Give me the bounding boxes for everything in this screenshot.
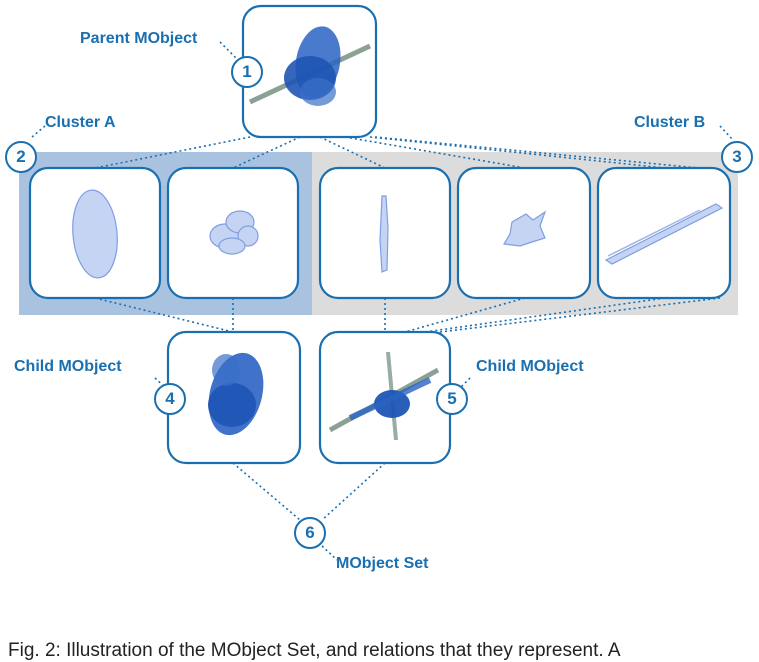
child-right-volume-shape — [328, 351, 440, 441]
connector-lines — [31, 41, 734, 561]
child-mobject-left-label: Child MObject — [14, 358, 122, 375]
cluster-child-box-1 — [28, 166, 162, 300]
child-mobject-box-left — [166, 330, 302, 465]
cluster-b-label: Cluster B — [634, 114, 706, 131]
mobject-set-label: MObject Set — [336, 555, 429, 572]
number-badge-6: 6 — [294, 517, 326, 549]
number-badge-4: 4 — [154, 383, 186, 415]
cluster-a-label: Cluster A — [45, 114, 116, 131]
parent-mobject-label: Parent MObject — [80, 30, 198, 47]
parent-volume-shape — [248, 26, 372, 106]
figure-caption: Fig. 2: Illustration of the MObject Set,… — [8, 640, 621, 661]
number-badge-1: 1 — [231, 56, 263, 88]
cluster-child-box-2 — [166, 166, 300, 300]
child-mobject-right-label: Child MObject — [476, 358, 584, 375]
parent-mobject-box — [241, 4, 378, 139]
cluster-shape — [209, 210, 259, 255]
long-rod-shape — [604, 203, 724, 265]
child-mobject-box-right — [318, 330, 452, 465]
cluster-child-box-3 — [318, 166, 452, 300]
cluster-child-box-5 — [596, 166, 732, 300]
number-badge-3: 3 — [721, 141, 753, 173]
child-left-volume-shape — [208, 352, 264, 436]
number-badge-5: 5 — [436, 383, 468, 415]
cluster-child-box-4 — [456, 166, 592, 300]
mobject-diagram — [19, 4, 738, 561]
number-badge-2: 2 — [5, 141, 37, 173]
star-blob-shape — [503, 210, 547, 247]
blob-shape — [72, 189, 118, 279]
thin-rod-shape — [379, 195, 389, 273]
